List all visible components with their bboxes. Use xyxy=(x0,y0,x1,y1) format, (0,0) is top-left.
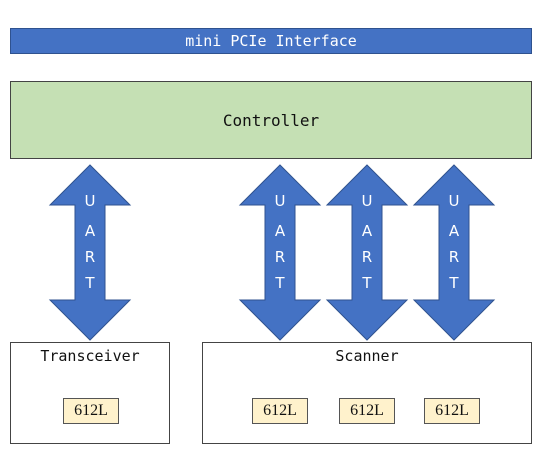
scanner-label: Scanner xyxy=(335,347,399,365)
uart-arrow-scanner-1: U A R T xyxy=(238,164,322,341)
uart-letter: A xyxy=(275,222,286,240)
uart-arrow-shape xyxy=(48,164,132,341)
uart-letter: R xyxy=(449,248,459,266)
scanner-block: Scanner 612L 612L 612L xyxy=(202,342,532,444)
uart-letter: T xyxy=(84,274,95,292)
transceiver-label: Transceiver xyxy=(40,347,140,365)
uart-arrow-scanner-2: U A R T xyxy=(325,164,409,341)
chip-612l: 612L xyxy=(339,398,395,424)
uart-arrow-scanner-3: U A R T xyxy=(412,164,496,341)
uart-letter: T xyxy=(361,274,372,292)
uart-letter: U xyxy=(362,192,373,210)
uart-letter: R xyxy=(275,248,285,266)
chip-612l: 612L xyxy=(252,398,308,424)
uart-arrow-transceiver: U A R T xyxy=(48,164,132,341)
uart-letter: T xyxy=(274,274,285,292)
uart-letter: R xyxy=(362,248,372,266)
controller-block: Controller xyxy=(10,81,532,159)
uart-letter: U xyxy=(85,192,96,210)
uart-arrow-shape xyxy=(238,164,322,341)
uart-letter: R xyxy=(85,248,95,266)
uart-letter: U xyxy=(275,192,286,210)
uart-letter: A xyxy=(362,222,373,240)
uart-arrow-shape xyxy=(412,164,496,341)
uart-letter: A xyxy=(85,222,96,240)
uart-letter: U xyxy=(449,192,460,210)
uart-letter: A xyxy=(449,222,460,240)
transceiver-block: Transceiver 612L xyxy=(10,342,170,444)
mini-pcie-interface-bar: mini PCIe Interface xyxy=(10,28,532,54)
uart-letter: T xyxy=(448,274,459,292)
uart-arrow-shape xyxy=(325,164,409,341)
mini-pcie-interface-label: mini PCIe Interface xyxy=(185,32,357,50)
chip-612l: 612L xyxy=(63,398,119,424)
chip-612l: 612L xyxy=(424,398,480,424)
controller-label: Controller xyxy=(222,110,320,130)
